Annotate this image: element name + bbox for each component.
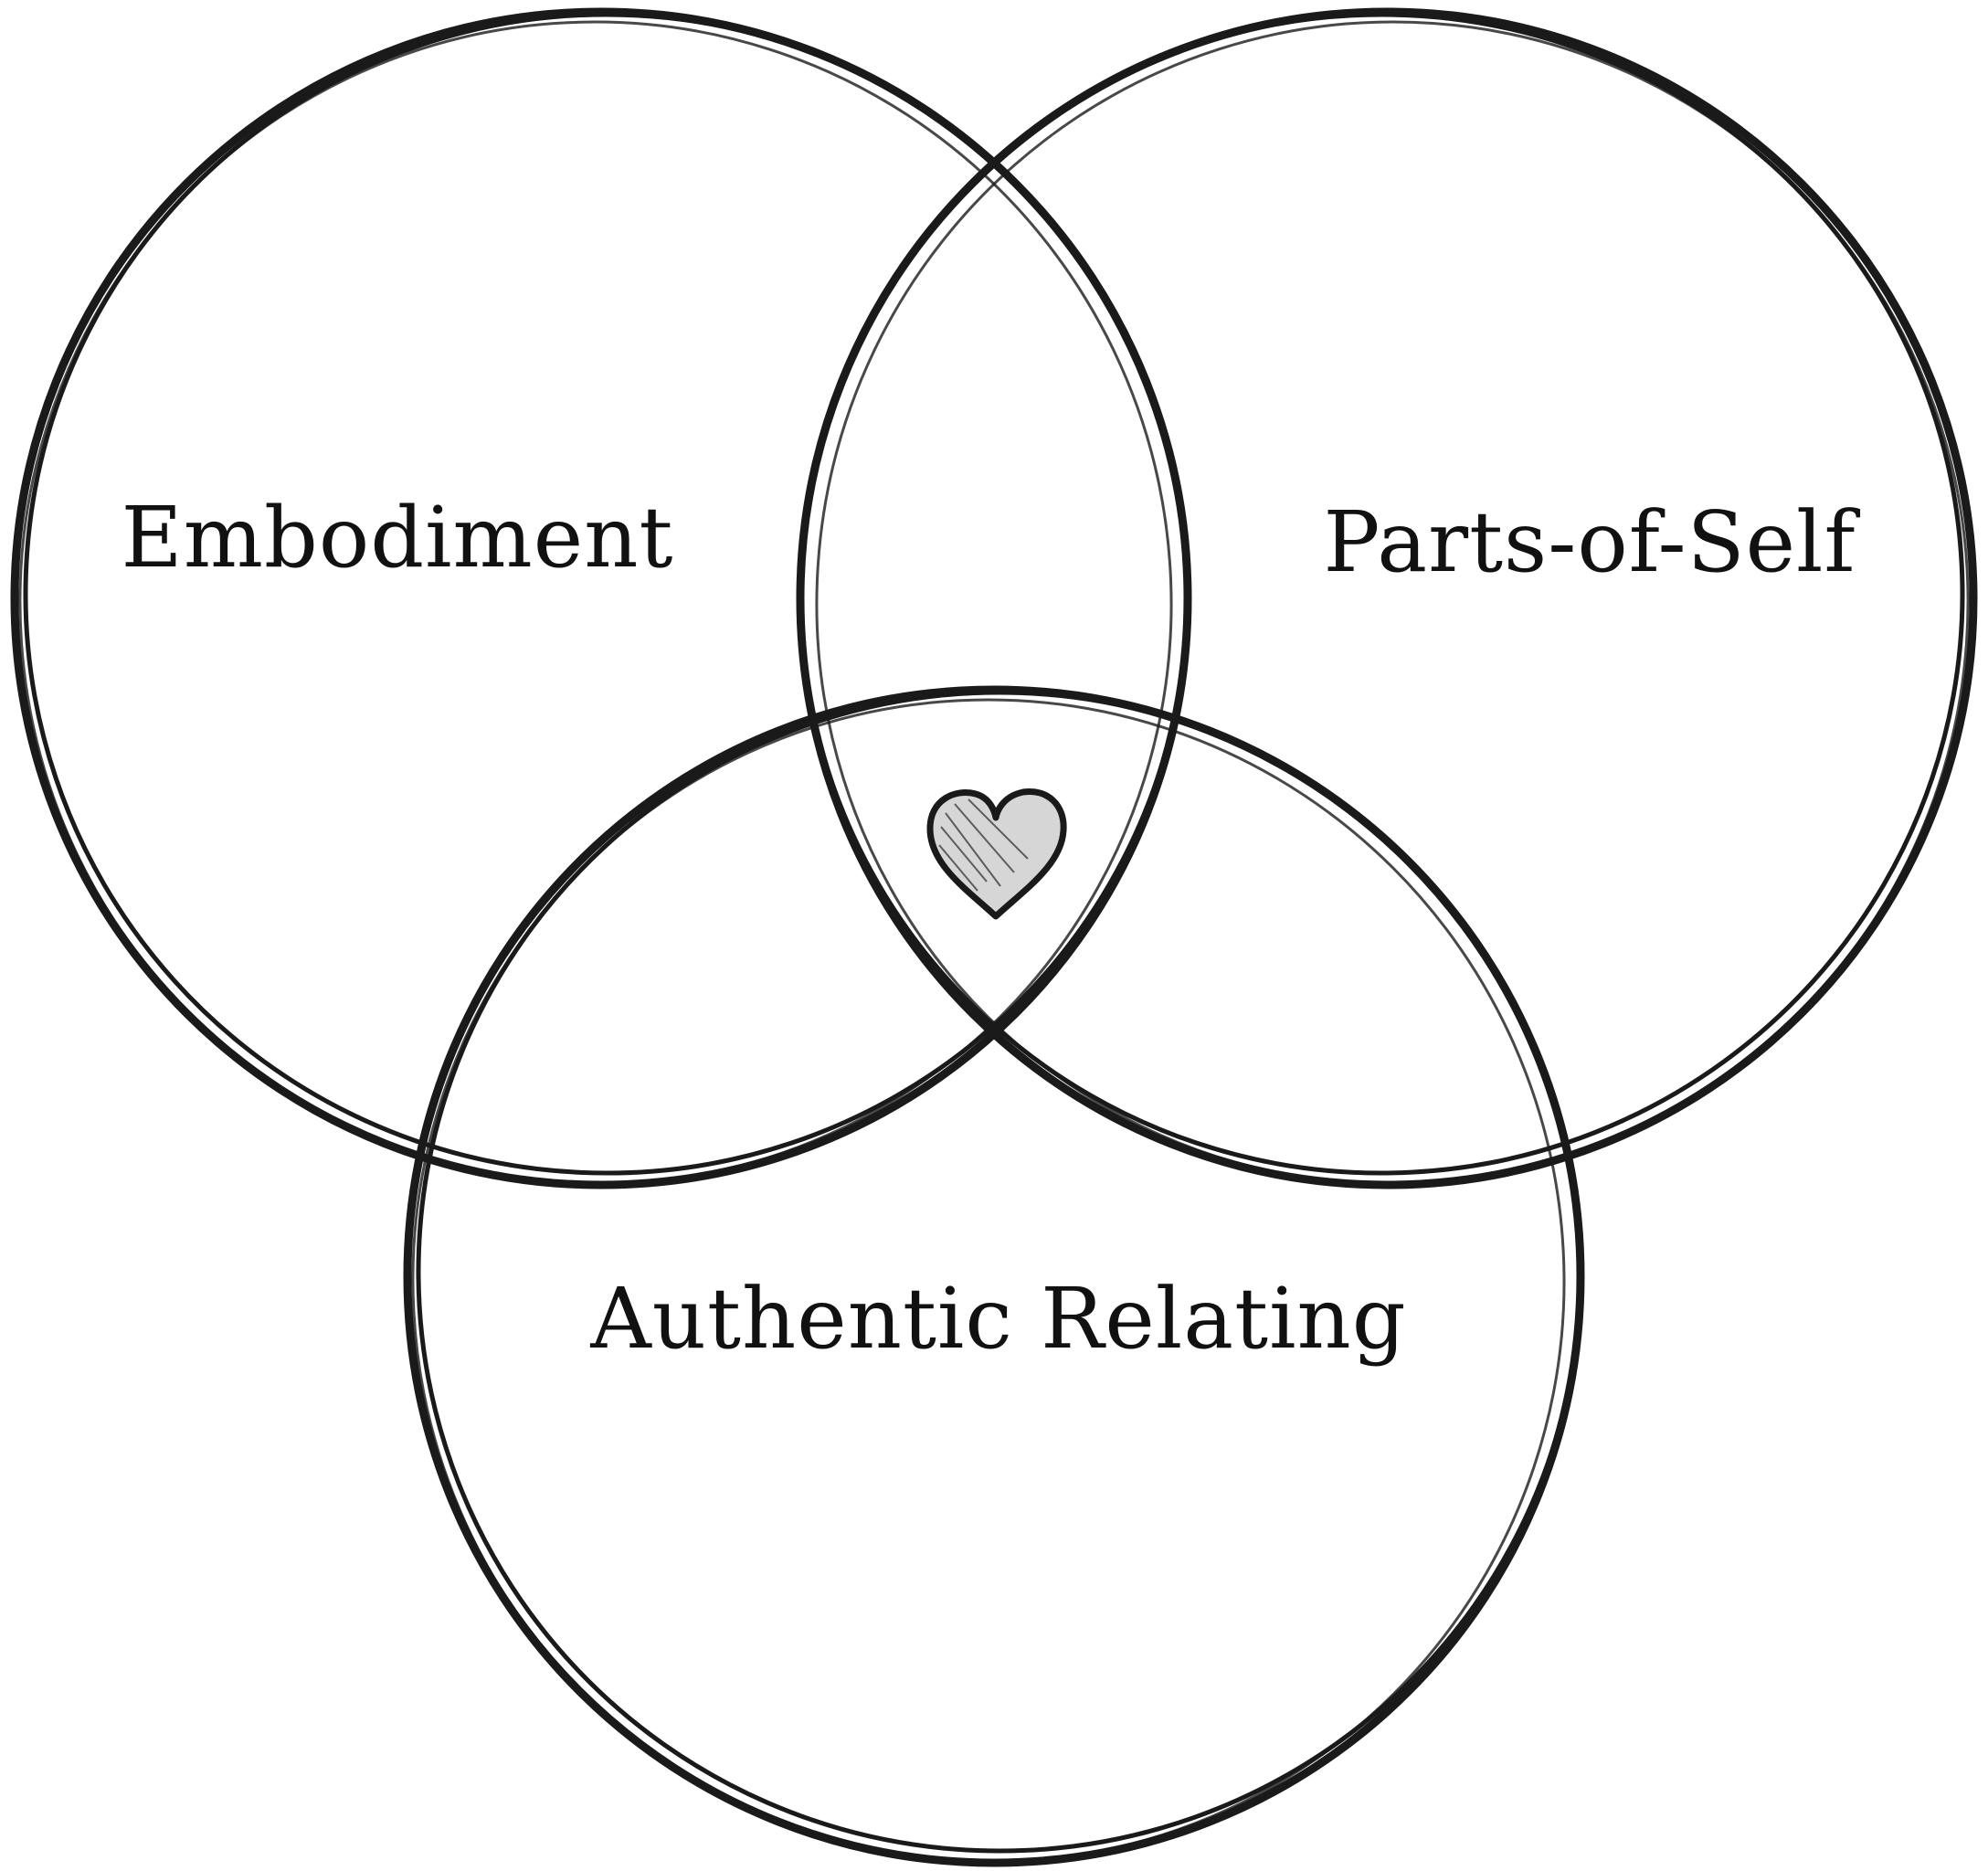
circle-authentic-relating	[403, 685, 1585, 1867]
circle-embodiment	[10, 7, 1192, 1189]
label-embodiment: Embodiment	[122, 489, 674, 587]
circle-parts-of-self	[796, 7, 1978, 1189]
label-parts-of-self: Parts-of-Self	[1323, 493, 1860, 591]
label-authentic-relating: Authentic Relating	[589, 1270, 1406, 1368]
heart-icon	[926, 788, 1067, 920]
